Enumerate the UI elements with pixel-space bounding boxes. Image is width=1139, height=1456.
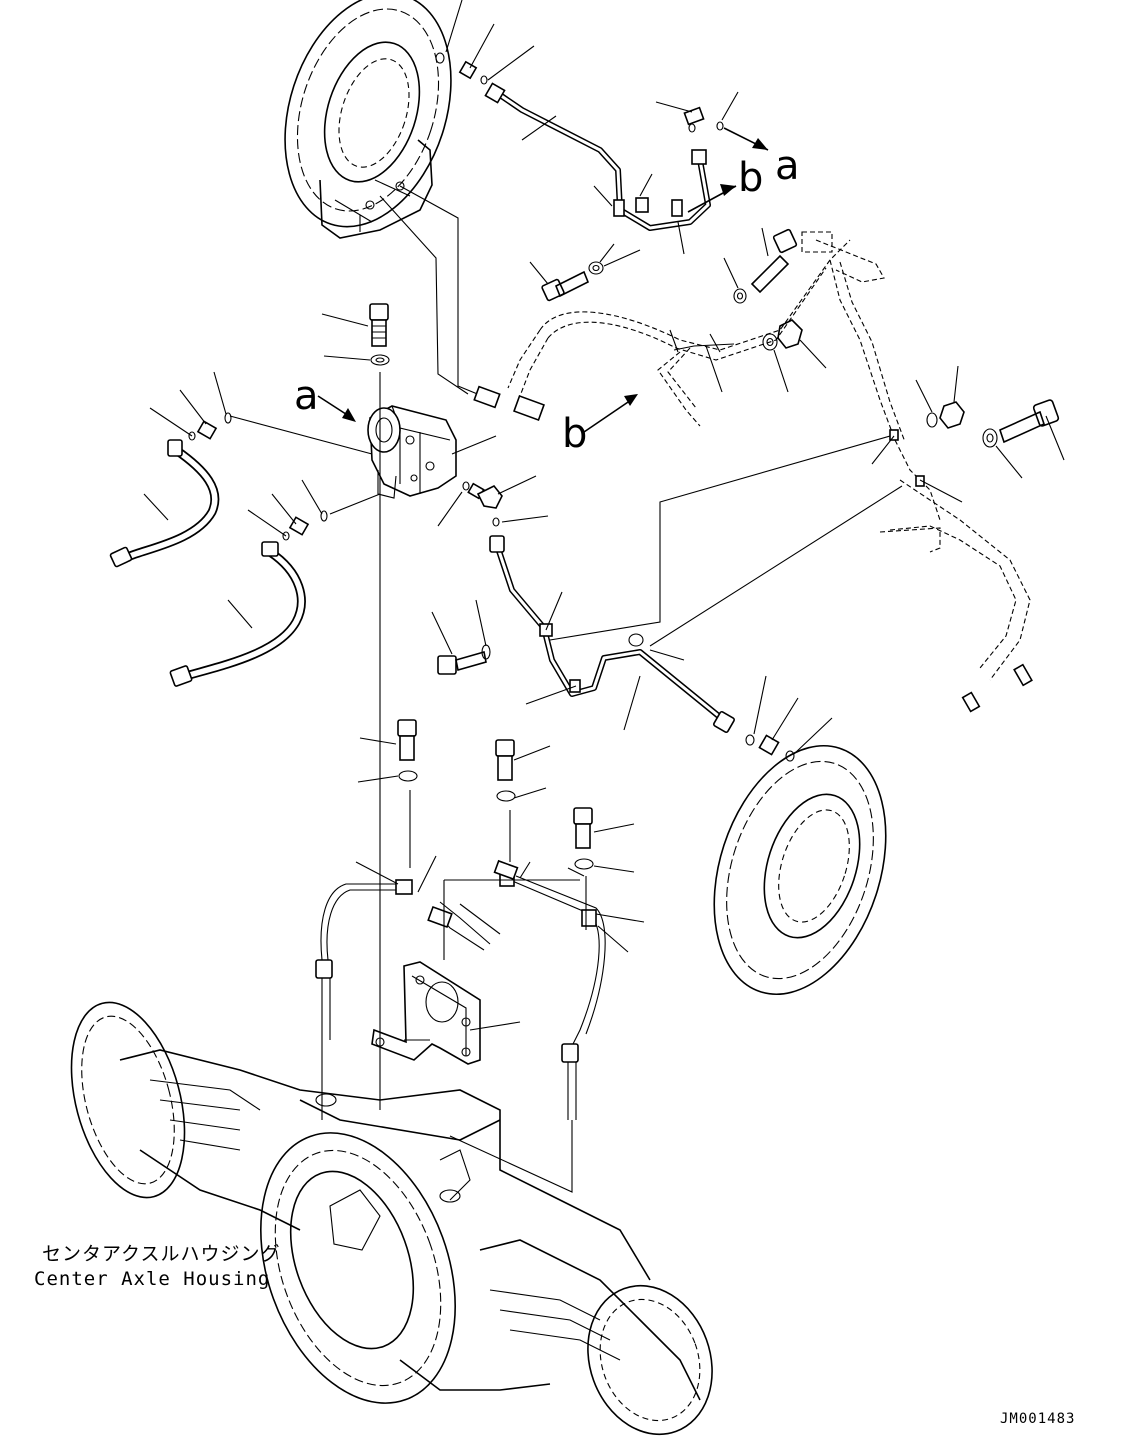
lower-bolts <box>357 719 635 873</box>
callout-a-left: a <box>294 373 319 419</box>
center-bolt-top <box>321 303 390 366</box>
top-brake-disc <box>284 0 452 239</box>
callout-a-top: a <box>775 143 800 189</box>
upper-bolts <box>529 227 827 393</box>
mounting-bracket <box>371 961 521 1065</box>
drawing-id: JM001483 <box>1000 1411 1076 1427</box>
caption-japanese: センタアクスルハウジング <box>42 1243 281 1265</box>
caption-english: Center Axle Housing <box>34 1268 271 1290</box>
right-brake-disc <box>713 744 887 996</box>
callout-b-mid: b <box>562 411 588 457</box>
middle-brake-pipe <box>431 435 903 762</box>
assembly-guides <box>321 372 587 1193</box>
left-hoses <box>109 371 381 687</box>
right-bolts <box>915 365 1065 479</box>
valve-block <box>317 395 549 527</box>
upper-connectors <box>379 185 545 421</box>
top-brake-pipe <box>435 0 769 255</box>
callout-b-top: b <box>738 155 764 201</box>
dashed-routes <box>507 231 1033 713</box>
lower-hose-assembly <box>315 855 645 1120</box>
center-axle-housing <box>70 1001 713 1436</box>
